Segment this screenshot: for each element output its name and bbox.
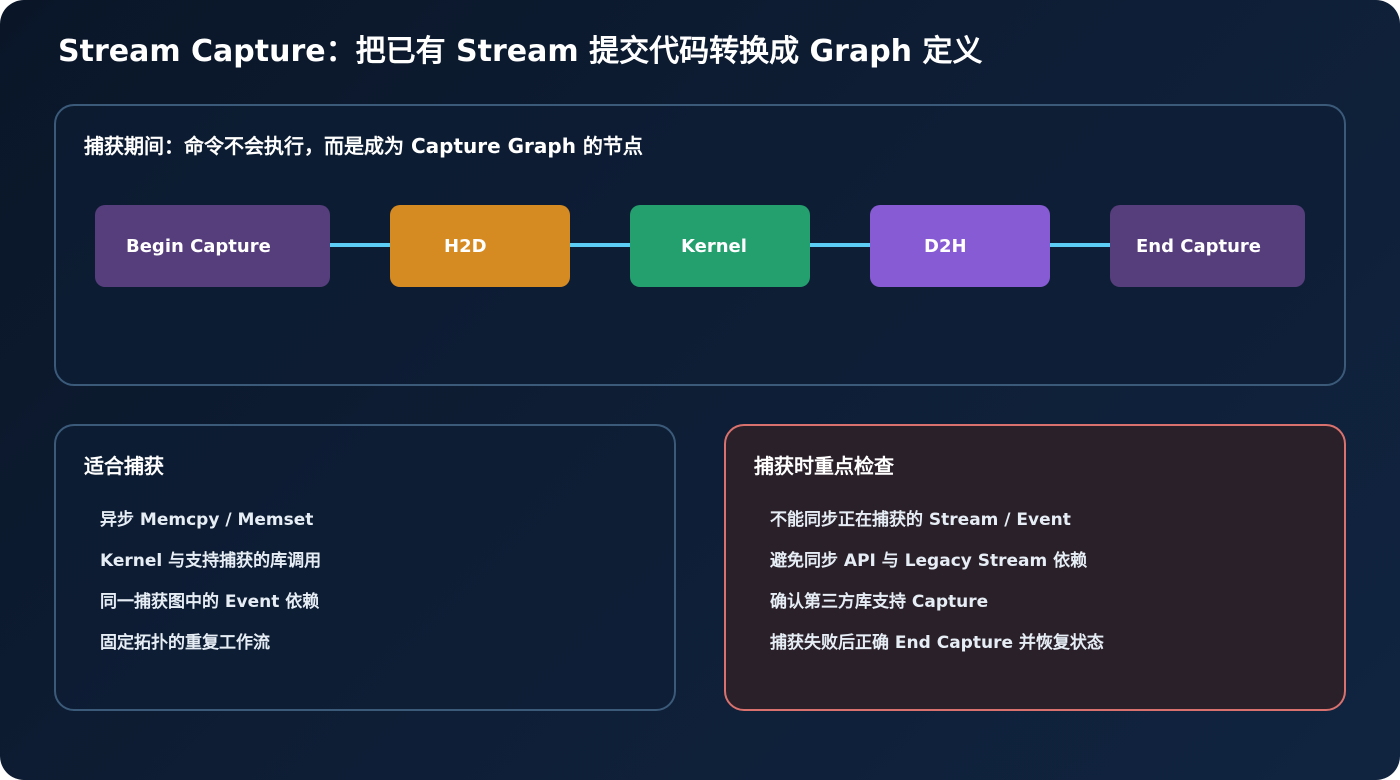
list-item: Kernel 与支持捕获的库调用 — [100, 551, 322, 571]
list-item: 固定拓扑的重复工作流 — [100, 633, 270, 653]
node-label: Kernel — [681, 235, 747, 257]
node-label: H2D — [444, 235, 487, 257]
suitable-heading: 适合捕获 — [84, 454, 164, 478]
list-item: 捕获失败后正确 End Capture 并恢复状态 — [770, 633, 1104, 653]
node-end-capture: End Capture — [1110, 205, 1305, 287]
suitable-panel: 适合捕获 异步 Memcpy / Memset Kernel 与支持捕获的库调用… — [54, 424, 676, 711]
suitable-list: 异步 Memcpy / Memset Kernel 与支持捕获的库调用 同一捕获… — [100, 508, 321, 672]
check-list: 不能同步正在捕获的 Stream / Event 避免同步 API 与 Lega… — [770, 508, 1104, 672]
node-d2h: D2H — [870, 205, 1050, 287]
node-h2d: H2D — [390, 205, 570, 287]
capture-flow-heading: 捕获期间：命令不会执行，而是成为 Capture Graph 的节点 — [84, 134, 643, 158]
connector-line — [1050, 243, 1110, 247]
list-item: 同一捕获图中的 Event 依赖 — [100, 592, 320, 612]
node-label: End Capture — [1136, 235, 1262, 257]
list-item: 异步 Memcpy / Memset — [100, 510, 314, 530]
page-title: Stream Capture：把已有 Stream 提交代码转换成 Graph … — [58, 34, 983, 69]
connector-line — [810, 243, 870, 247]
list-item: 不能同步正在捕获的 Stream / Event — [770, 510, 1071, 530]
connector-line — [330, 243, 390, 247]
connector-line — [570, 243, 630, 247]
check-panel: 捕获时重点检查 不能同步正在捕获的 Stream / Event 避免同步 AP… — [724, 424, 1346, 711]
check-heading: 捕获时重点检查 — [754, 454, 894, 478]
node-kernel: Kernel — [630, 205, 810, 287]
list-item: 确认第三方库支持 Capture — [770, 592, 989, 612]
node-label: D2H — [924, 235, 967, 257]
list-item: 避免同步 API 与 Legacy Stream 依赖 — [770, 551, 1088, 571]
node-begin-capture: Begin Capture — [95, 205, 330, 287]
node-label: Begin Capture — [126, 235, 271, 257]
